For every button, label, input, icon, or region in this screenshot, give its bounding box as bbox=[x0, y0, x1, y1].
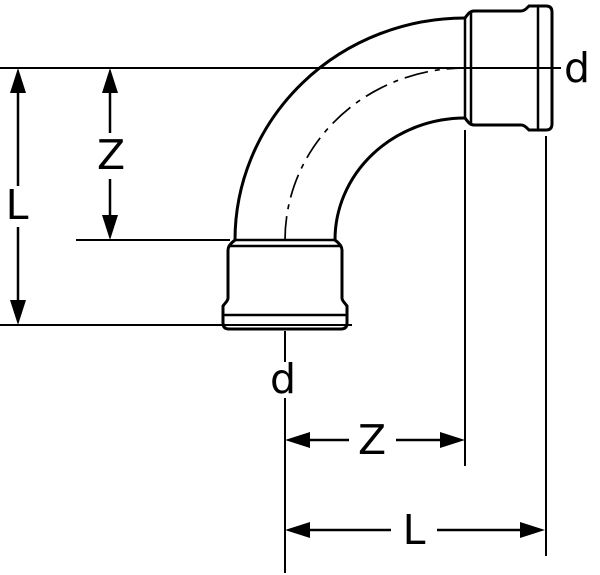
elbow-fitting bbox=[221, 4, 554, 331]
z-bottom-arrow-right bbox=[440, 432, 465, 448]
l-left-arrow-down bbox=[10, 300, 26, 325]
bottom-diameter-label: d bbox=[270, 355, 296, 403]
elbow-outer-arc bbox=[233, 16, 467, 242]
l-bottom-arrow-right bbox=[520, 522, 545, 538]
bottom-offset-label: Z bbox=[358, 416, 386, 464]
dimension-labels: d L Z d Z L bbox=[6, 44, 590, 554]
top-diameter-label: d bbox=[564, 44, 590, 92]
left-offset-label: Z bbox=[97, 131, 125, 179]
extension-lines bbox=[0, 67, 561, 573]
bottom-length-label: L bbox=[403, 506, 426, 554]
z-bottom-arrow-left bbox=[285, 432, 310, 448]
dimension-lines bbox=[16, 91, 521, 532]
dimension-arrowheads bbox=[10, 68, 545, 538]
bend-centerline bbox=[284, 67, 466, 241]
z-left-arrow-up bbox=[102, 68, 118, 93]
left-length-label: L bbox=[6, 181, 29, 229]
z-left-arrow-down bbox=[102, 215, 118, 240]
l-left-arrow-up bbox=[10, 68, 26, 93]
elbow-inner-arc bbox=[333, 116, 467, 242]
bottom-socket-outline bbox=[221, 238, 349, 331]
l-bottom-arrow-left bbox=[285, 522, 310, 538]
